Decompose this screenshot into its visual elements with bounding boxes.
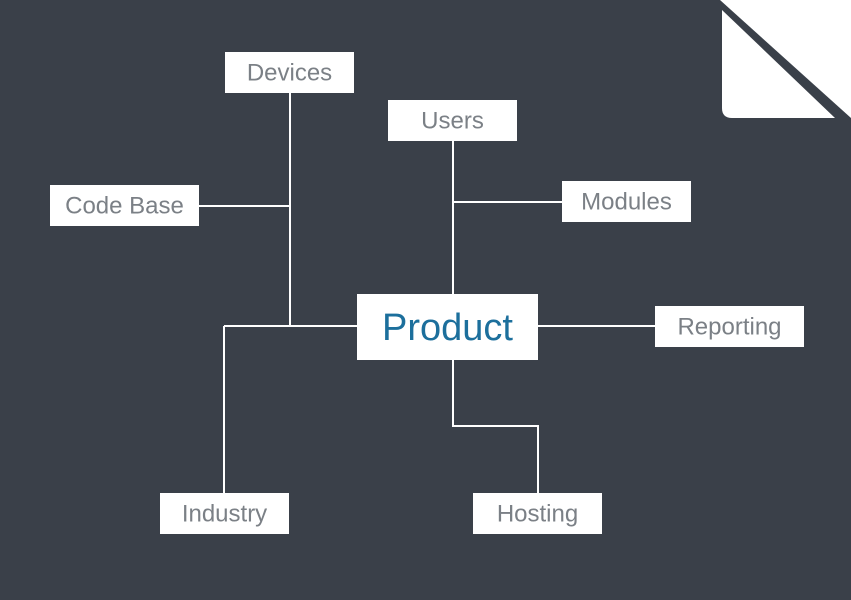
node-industry: Industry — [160, 493, 289, 534]
node-reporting-label: Reporting — [677, 314, 781, 341]
folded-corner — [722, 10, 835, 118]
node-hosting: Hosting — [473, 493, 602, 534]
node-product-label: Product — [382, 307, 513, 349]
node-modules: Modules — [562, 181, 691, 222]
node-reporting: Reporting — [655, 306, 804, 347]
node-product: Product — [357, 294, 538, 360]
connector-hosting — [452, 360, 539, 493]
node-devices: Devices — [225, 52, 354, 93]
node-industry-label: Industry — [182, 501, 267, 528]
node-code-base-label: Code Base — [65, 193, 184, 220]
connectors — [199, 93, 655, 493]
node-devices-label: Devices — [247, 60, 332, 87]
node-users-label: Users — [421, 108, 484, 135]
node-hosting-label: Hosting — [497, 501, 578, 528]
node-code-base: Code Base — [50, 185, 199, 226]
node-modules-label: Modules — [581, 189, 672, 216]
node-users: Users — [388, 100, 517, 141]
